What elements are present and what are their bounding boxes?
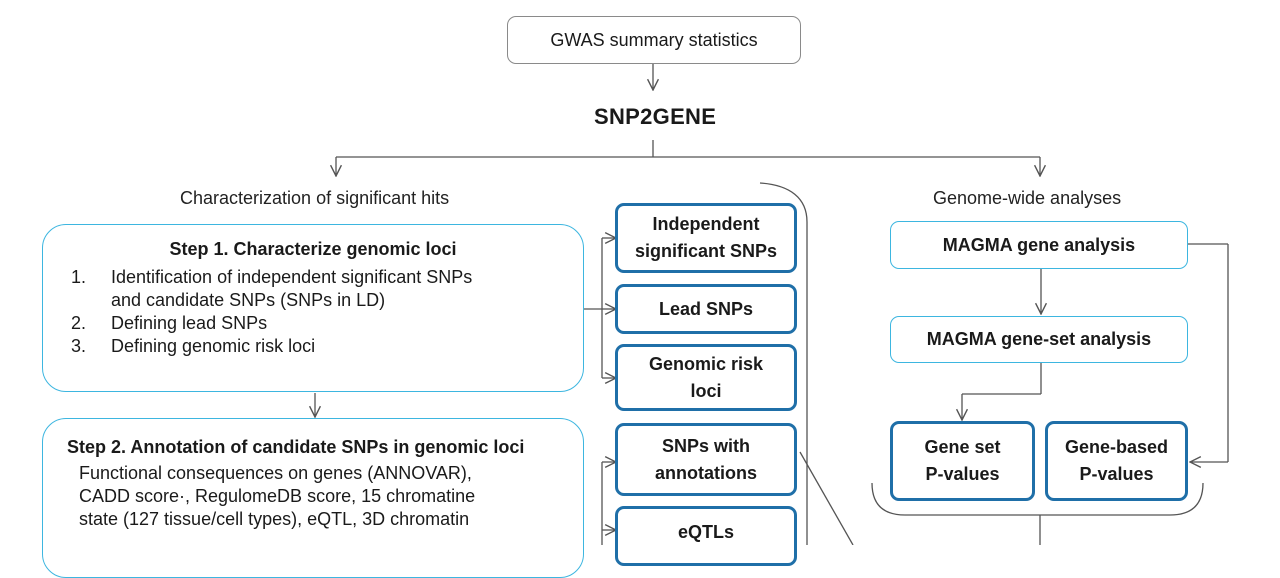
- right-section-label: Genome-wide analyses: [933, 188, 1122, 208]
- magma-gene-set-analysis-box: MAGMA gene-set analysis: [890, 316, 1188, 363]
- gwas-input-label: GWAS summary statistics: [550, 29, 758, 50]
- output-label-line: Genomic risk: [648, 353, 764, 374]
- step1-item-number: 2.: [71, 313, 87, 333]
- gene-set-pvalues-line: Gene set: [924, 437, 1001, 457]
- step2-line: state (127 tissue/cell types), eQTL, 3D …: [79, 509, 470, 529]
- output-genomic-risk-loci: Genomic risk loci: [615, 344, 797, 411]
- step1-title: Step 1. Characterize genomic loci: [169, 239, 457, 259]
- connector-lines: [0, 64, 1229, 545]
- magma-gene-analysis-box: MAGMA gene analysis: [890, 221, 1188, 269]
- step1-box: Step 1. Characterize genomic loci 1. Ide…: [42, 224, 584, 392]
- step1-item-line: Identification of independent significan…: [111, 267, 473, 287]
- gene-set-pvalues-line: P-values: [925, 464, 1000, 484]
- step1-item-line: Defining genomic risk loci: [111, 336, 316, 356]
- step2-description: Functional consequences on genes (ANNOVA…: [43, 462, 583, 531]
- gene-set-pvalues-box: Gene set P-values: [890, 421, 1035, 501]
- step1-item: 3. Defining genomic risk loci: [71, 335, 583, 358]
- magma-gene-analysis-label: MAGMA gene analysis: [942, 234, 1136, 255]
- output-label-line: Independent: [652, 214, 760, 234]
- gene-based-pvalues-line: Gene-based: [1064, 437, 1169, 457]
- step1-item: 2. Defining lead SNPs: [71, 312, 583, 335]
- step1-item-number: 1.: [71, 267, 87, 287]
- magma-gene-set-analysis-label: MAGMA gene-set analysis: [926, 329, 1152, 349]
- output-label-line: eQTLs: [677, 522, 734, 542]
- gene-based-pvalues-box: Gene-based P-values: [1045, 421, 1188, 501]
- gene-based-pvalues-line: P-values: [1079, 464, 1154, 484]
- output-label-line: loci: [690, 380, 722, 401]
- output-label-line: significant SNPs: [634, 241, 778, 261]
- step1-item-line: Defining lead SNPs: [111, 313, 268, 333]
- step1-item-line: and candidate SNPs (SNPs in LD): [111, 290, 386, 310]
- step1-item: 1. Identification of independent signifi…: [71, 266, 583, 312]
- step2-line: CADD score·, RegulomeDB score, 15 chroma…: [79, 486, 476, 506]
- output-label-line: SNPs with: [661, 435, 750, 456]
- step2-line: Functional consequences on genes (ANNOVA…: [79, 463, 472, 483]
- step2-box: Step 2. Annotation of candidate SNPs in …: [42, 418, 584, 578]
- output-lead-snps: Lead SNPs: [615, 284, 797, 334]
- output-label-line: Lead SNPs: [658, 298, 754, 319]
- left-section-label: Characterization of significant hits: [180, 188, 450, 208]
- output-independent-significant-snps: Independent significant SNPs: [615, 203, 797, 273]
- gwas-input-box: GWAS summary statistics: [507, 16, 801, 64]
- output-eqtls: eQTLs: [615, 506, 797, 566]
- step1-item-number: 3.: [71, 336, 87, 356]
- output-label-line: annotations: [655, 462, 757, 483]
- snp2gene-title: SNP2GENE: [594, 104, 717, 129]
- step1-list: 1. Identification of independent signifi…: [71, 266, 583, 358]
- step2-title: Step 2. Annotation of candidate SNPs in …: [67, 437, 525, 457]
- output-snps-with-annotations: SNPs with annotations: [615, 423, 797, 496]
